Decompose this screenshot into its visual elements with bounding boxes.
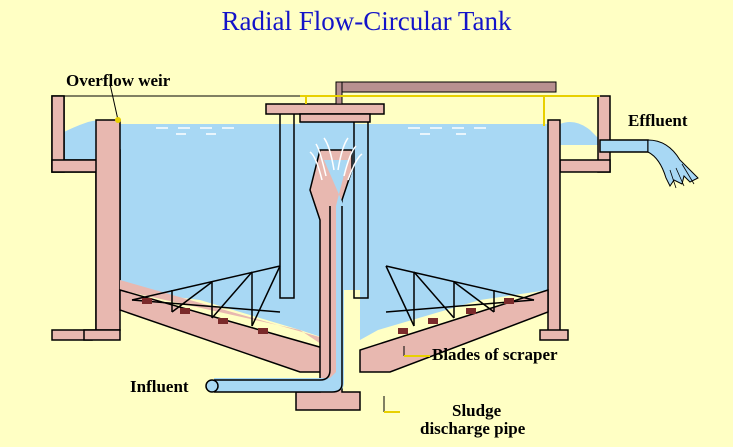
sludge-label-line1: Sludge — [452, 401, 502, 420]
right-channel-water — [560, 122, 600, 145]
overflow-weir-label: Overflow weir — [66, 71, 171, 90]
right-scraper-truss — [385, 265, 535, 327]
inlet-fountain — [309, 137, 363, 181]
left-scraper-truss — [131, 265, 281, 327]
influent-label: Influent — [130, 377, 189, 396]
bottom-right-slab — [359, 288, 549, 373]
blades-of-scraper-label: Blades of scraper — [432, 345, 558, 364]
influent-channel — [214, 160, 348, 392]
left-scraper-blades — [142, 298, 268, 334]
water-surface-marks — [156, 127, 486, 135]
effluent-spray — [647, 139, 699, 187]
effluent-label: Effluent — [628, 111, 688, 130]
right-scraper-blades — [398, 298, 514, 334]
sludge-label-line2: discharge pipe — [420, 419, 526, 438]
diagram-title: Radial Flow-Circular Tank — [221, 6, 512, 36]
